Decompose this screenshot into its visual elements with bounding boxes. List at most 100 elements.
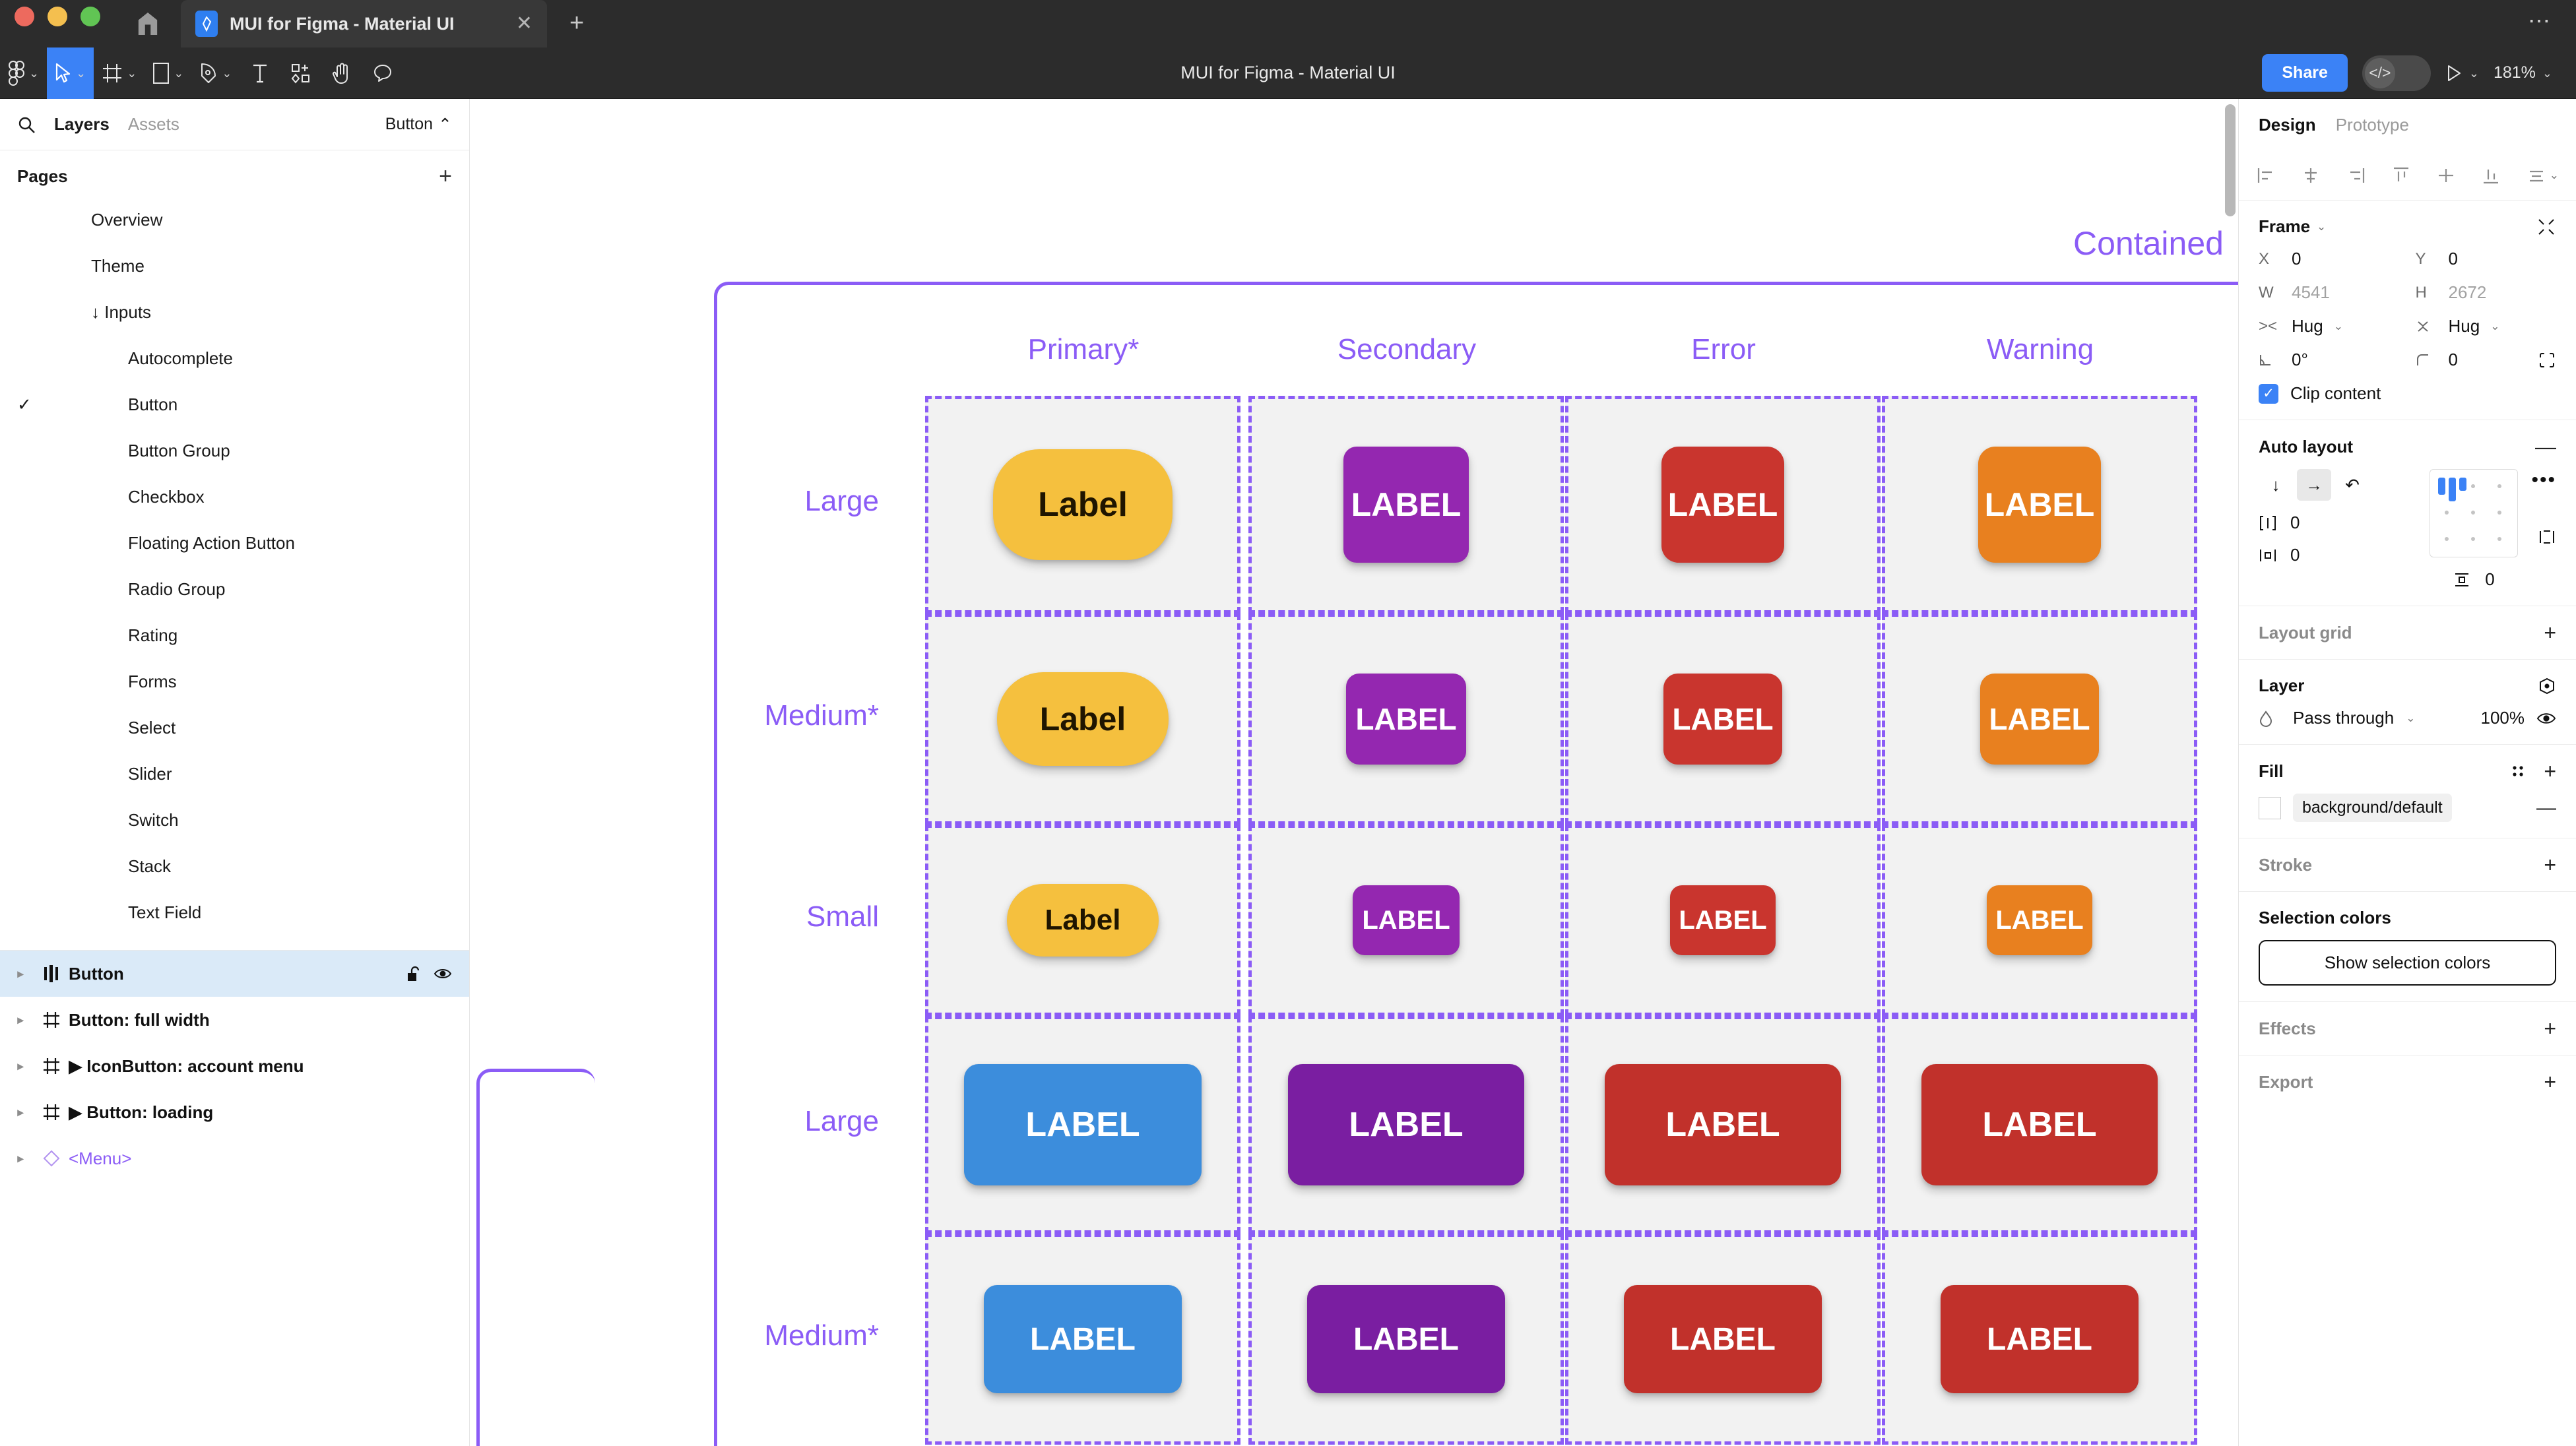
grid-cell[interactable]: LABEL [1882,396,2197,613]
mui-button[interactable]: LABEL [1921,1064,2158,1185]
maximize-window-button[interactable] [80,7,100,26]
frame-tool-icon[interactable]: ⌄ [94,47,145,99]
align-vertical-center-icon[interactable] [2436,166,2456,185]
mui-button[interactable]: LABEL [1987,885,2092,955]
mui-button[interactable]: LABEL [1353,885,1460,955]
page-item-button-group[interactable]: Button Group [0,427,469,474]
comment-tool-icon[interactable] [362,47,403,99]
y-field[interactable]: Y 0 [2416,249,2557,269]
align-left-icon[interactable] [2256,166,2276,185]
layer-item-button-loading[interactable]: ▸▶ Button: loading [0,1089,469,1135]
expand-arrow-icon[interactable]: ▸ [17,966,24,980]
grid-cell[interactable]: LABEL [1565,613,1881,825]
grid-cell[interactable]: LABEL [1882,1016,2197,1234]
fill-swatch[interactable] [2259,796,2281,819]
browser-tab[interactable]: MUI for Figma - Material UI ✕ [181,0,547,47]
page-item-forms[interactable]: Forms [0,658,469,705]
present-button[interactable]: ⌄ [2445,64,2479,82]
direction-wrap-button[interactable]: ↶ [2345,474,2360,495]
page-selector[interactable]: Button ⌃ [385,115,452,135]
resize-to-fit-icon[interactable] [2536,217,2556,237]
browser-overflow-icon[interactable]: ⋯ [2528,9,2552,34]
blend-mode-row[interactable]: Pass through ⌄ 100% [2259,708,2556,728]
mui-button[interactable]: LABEL [1605,1064,1841,1185]
mui-button[interactable]: LABEL [1343,447,1469,563]
height-field[interactable]: H 2672 [2416,282,2557,303]
search-icon[interactable] [17,115,36,134]
hand-tool-icon[interactable] [321,47,362,99]
chevron-down-icon[interactable]: ⌄ [2468,66,2479,80]
figma-menu-icon[interactable]: ⌄ [0,47,47,99]
remove-fill-button[interactable]: — [2536,796,2556,819]
expand-arrow-icon[interactable]: ▸ [17,1105,24,1119]
grid-cell[interactable]: LABEL [925,1234,1240,1445]
layer-item-menu[interactable]: ▸<Menu> [0,1135,469,1181]
clip-content-row[interactable]: ✓ Clip content [2259,383,2556,404]
share-button[interactable]: Share [2262,54,2348,92]
mui-button[interactable]: LABEL [1307,1285,1505,1393]
mui-button[interactable]: LABEL [1663,674,1782,765]
page-item-text-field[interactable]: Text Field [0,889,469,935]
shape-tool-icon[interactable]: ⌄ [145,47,191,99]
grid-cell[interactable]: LABEL [1882,825,2197,1016]
independent-corners-icon[interactable] [2538,351,2556,369]
rotation-field[interactable]: 0° [2259,350,2400,370]
mui-button[interactable]: LABEL [984,1285,1182,1393]
zoom-control[interactable]: 181% ⌄ [2494,63,2552,82]
page-item-floating-action-button[interactable]: Floating Action Button [0,520,469,566]
grid-cell[interactable]: LABEL [1882,613,2197,825]
page-item-stack[interactable]: Stack [0,843,469,889]
close-window-button[interactable] [15,7,34,26]
dev-mode-toggle[interactable]: </> [2362,55,2431,91]
page-item-slider[interactable]: Slider [0,751,469,797]
grid-cell[interactable]: LABEL [1565,1234,1881,1445]
minimize-window-button[interactable] [48,7,67,26]
mui-button[interactable]: LABEL [1978,447,2101,563]
mui-button[interactable]: Label [1007,884,1159,957]
mui-button[interactable]: LABEL [1346,674,1466,765]
layer-item-button[interactable]: ▸Button [0,951,469,997]
x-field[interactable]: X 0 [2259,249,2400,269]
mui-button[interactable]: LABEL [1941,1285,2139,1393]
mui-button[interactable]: LABEL [1670,885,1776,955]
text-tool-icon[interactable] [240,47,280,99]
grid-cell[interactable]: LABEL [1248,613,1564,825]
expand-arrow-icon[interactable]: ▸ [17,1059,24,1073]
width-field[interactable]: W 4541 [2259,282,2400,303]
alignment-grid[interactable] [2430,469,2519,557]
grid-cell[interactable]: LABEL [1248,1016,1564,1234]
container-frame-label[interactable]: Contained [2073,225,2224,262]
add-layout-grid-button[interactable]: + [2544,621,2556,644]
pen-tool-icon[interactable]: ⌄ [191,47,240,99]
fill-style-name[interactable]: background/default [2293,794,2452,822]
tab-design[interactable]: Design [2259,114,2316,135]
grid-cell[interactable]: Label [925,825,1240,1016]
page-item-overview[interactable]: Overview [0,197,469,243]
add-stroke-button[interactable]: + [2544,853,2556,877]
layer-item-button-full-width[interactable]: ▸Button: full width [0,997,469,1043]
grid-cell[interactable]: LABEL [1882,1234,2197,1445]
horizontal-padding-field[interactable]: 0 [2259,545,2416,565]
distribute-icon[interactable] [2527,166,2546,185]
layer-settings-icon[interactable] [2538,677,2556,695]
page-item-radio-group[interactable]: Radio Group [0,566,469,612]
grid-cell[interactable]: LABEL [925,1016,1240,1234]
show-selection-colors-button[interactable]: Show selection colors [2259,940,2556,986]
add-fill-button[interactable]: + [2544,759,2556,783]
align-bottom-icon[interactable] [2481,166,2501,185]
grid-cell[interactable]: LABEL [1565,825,1881,1016]
add-effect-button[interactable]: + [2544,1017,2556,1040]
clip-content-checkbox[interactable]: ✓ [2259,383,2278,404]
canvas-scrollbar[interactable] [2225,104,2236,216]
move-tool-icon[interactable]: ⌄ [47,47,94,99]
grid-cell[interactable]: LABEL [1565,396,1881,613]
page-item-switch[interactable]: Switch [0,797,469,843]
gap-field[interactable]: 0 [2259,513,2416,533]
add-export-button[interactable]: + [2544,1070,2556,1094]
expand-arrow-icon[interactable]: ▸ [17,1013,24,1026]
align-top-icon[interactable] [2391,166,2411,185]
grid-cell[interactable]: LABEL [1248,1234,1564,1445]
grid-cell[interactable]: Label [925,396,1240,613]
mui-button[interactable]: LABEL [1288,1064,1524,1185]
align-right-icon[interactable] [2346,166,2366,185]
